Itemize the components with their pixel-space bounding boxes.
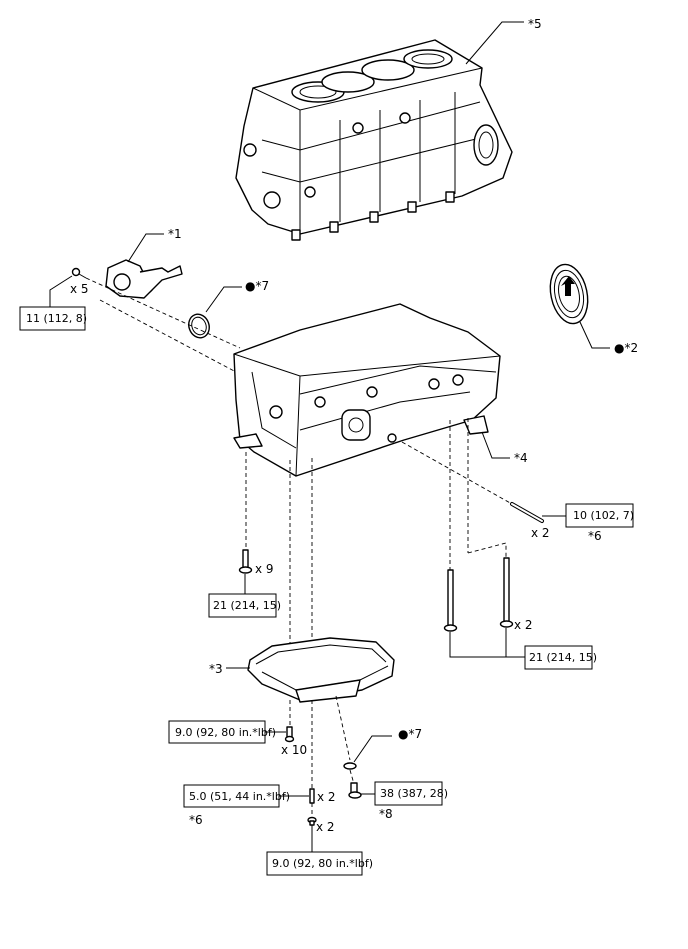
oil-pan-icon: [247, 637, 395, 703]
torque-box-9b: [266, 851, 363, 876]
cylinder-block-icon: [235, 39, 513, 241]
torque-21b-text: 21 (214, 15): [529, 651, 597, 664]
torque-box-9a: [168, 720, 266, 744]
torque-box-21a: [208, 593, 277, 618]
qty-bolts-9: x 9: [255, 562, 274, 576]
callout-3: *3: [209, 662, 223, 676]
callout-5: *5: [528, 17, 542, 31]
qty-small: x 2: [316, 820, 335, 834]
callout-6b: *6: [189, 813, 203, 827]
callout-2: ●*2: [614, 341, 638, 355]
oil-pump-icon: [105, 259, 183, 299]
torque-9a-text: 9.0 (92, 80 in.*lbf): [175, 726, 276, 739]
bolt-icon: [307, 816, 317, 826]
gasket-icon: [343, 762, 357, 770]
torque-box-11: [19, 306, 86, 331]
qty-stud: x 2: [317, 790, 336, 804]
torque-10-text: 10 (102, 7): [573, 509, 634, 522]
torque-box-5: [183, 784, 280, 808]
stud-bolt-icon: [309, 788, 315, 804]
qty-pan-bolts: x 10: [281, 743, 307, 757]
torque-9b-text: 9.0 (92, 80 in.*lbf): [272, 857, 373, 870]
torque-box-10: [565, 503, 634, 528]
torque-11-text: 11 (112, 8): [26, 312, 87, 325]
bolt-icon: [284, 726, 295, 743]
crankcase-icon: [233, 303, 501, 477]
dowel-pin-icon: [510, 502, 544, 523]
qty-pump-bolts: x 5: [70, 282, 89, 296]
callout-4: *4: [514, 451, 528, 465]
torque-box-38: [374, 781, 443, 806]
qty-longbolts: x 2: [514, 618, 533, 632]
torque-38-text: 38 (387, 28): [380, 787, 448, 800]
torque-5-text: 5.0 (51, 44 in.*lbf): [189, 790, 290, 803]
oil-seal-icon: [549, 263, 589, 325]
callout-8: *8: [379, 807, 393, 821]
bolt-icon: [71, 267, 87, 279]
callout-1: *1: [168, 227, 182, 241]
drain-plug-icon: [348, 782, 362, 799]
torque-box-21b: [524, 645, 593, 670]
callout-7a: ●*7: [245, 279, 269, 293]
torque-21a-text: 21 (214, 15): [213, 599, 281, 612]
callout-6a: *6: [588, 529, 602, 543]
bolt-icon: [238, 549, 253, 574]
qty-pin: x 2: [531, 526, 550, 540]
callout-7b: ●*7: [398, 727, 422, 741]
o-ring-icon: [188, 313, 210, 339]
bolt-icon: [443, 557, 514, 632]
